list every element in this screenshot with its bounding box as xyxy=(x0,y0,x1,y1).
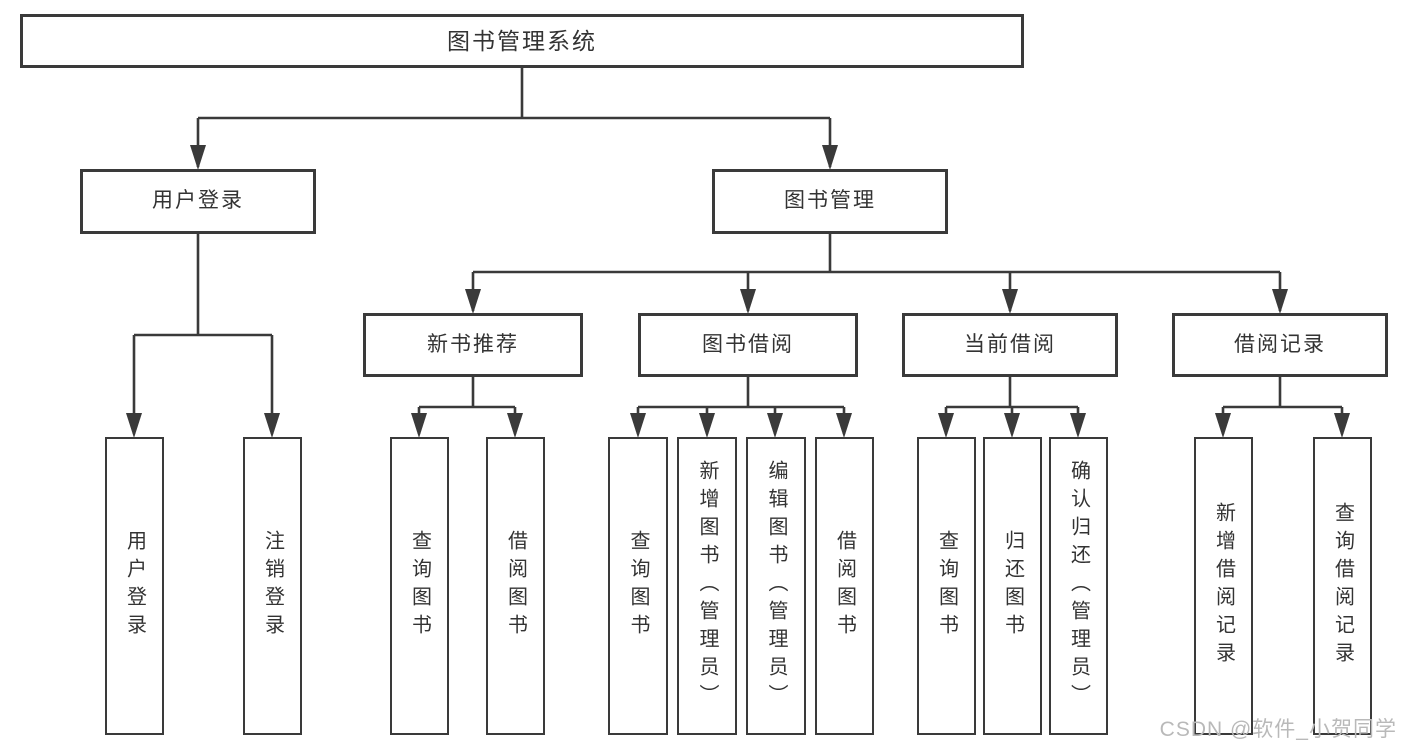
arrowhead-icon xyxy=(822,145,838,170)
arrowhead-icon xyxy=(126,413,142,438)
arrowhead-icon xyxy=(767,413,783,438)
arrowhead-icon xyxy=(411,413,427,438)
arrowhead-icon xyxy=(507,413,523,438)
arrowhead-icon xyxy=(1002,289,1018,314)
watermark: CSDN @软件_小贺同学 xyxy=(1159,718,1397,741)
arrowhead-icon xyxy=(190,145,206,170)
arrowhead-icon xyxy=(740,289,756,314)
arrowhead-icon xyxy=(1272,289,1288,314)
arrowhead-icon xyxy=(699,413,715,438)
arrowhead-icon xyxy=(465,289,481,314)
arrowhead-icon xyxy=(264,413,280,438)
arrowhead-icon xyxy=(1215,413,1231,438)
arrowhead-icon xyxy=(630,413,646,438)
arrowhead-icon xyxy=(1070,413,1086,438)
arrowhead-icon xyxy=(1004,413,1020,438)
arrowhead-icon xyxy=(938,413,954,438)
arrowhead-icon xyxy=(1334,413,1350,438)
arrowhead-icon xyxy=(836,413,852,438)
